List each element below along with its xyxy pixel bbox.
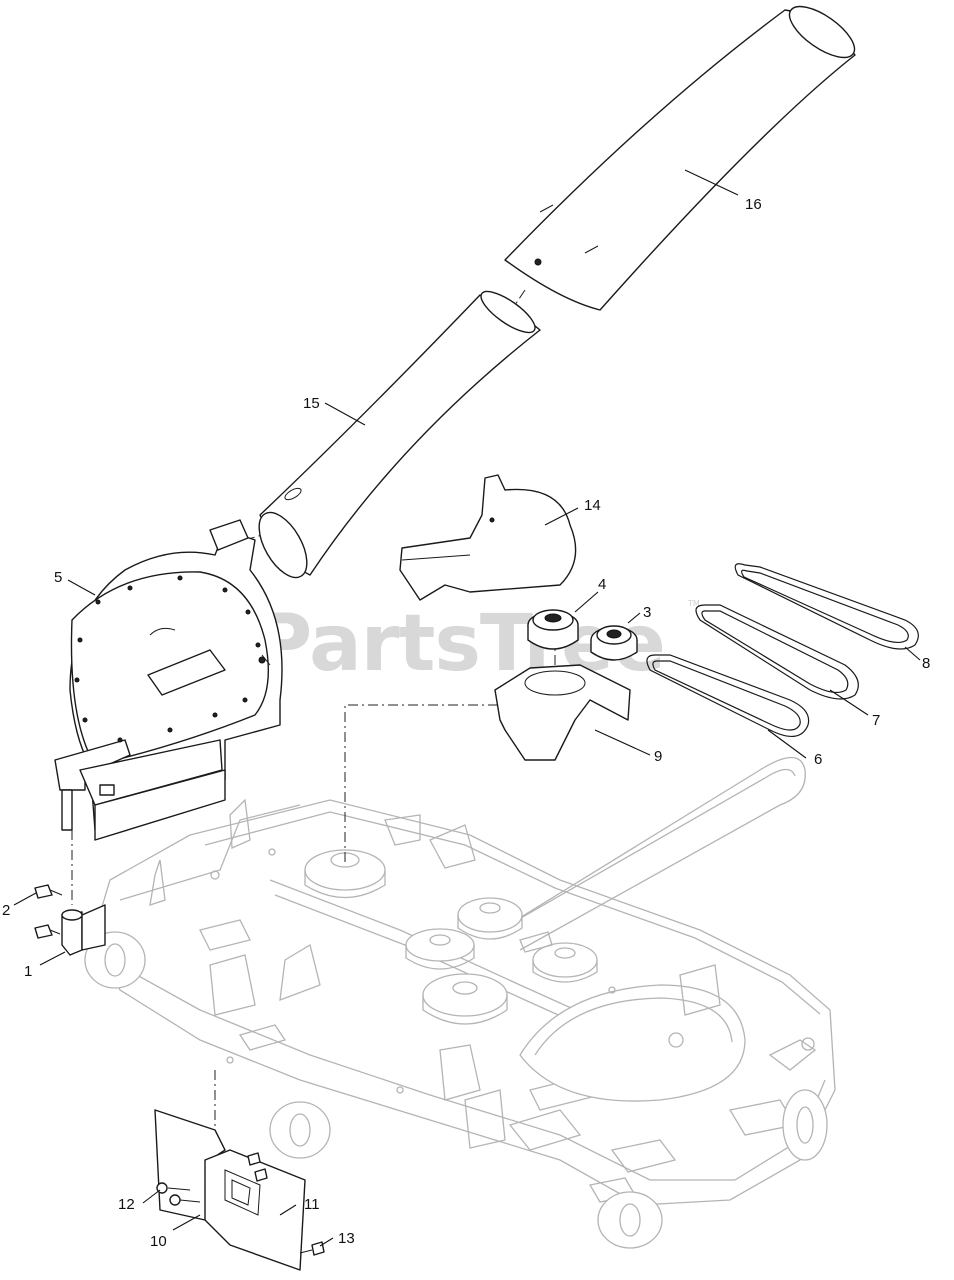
callout-12: 12 xyxy=(118,1196,135,1213)
callout-3: 3 xyxy=(643,604,651,621)
part-13-screw xyxy=(247,1152,325,1256)
part-6-belt xyxy=(646,654,810,737)
callout-11: 11 xyxy=(304,1196,320,1213)
callout-7: 7 xyxy=(872,712,880,729)
part-15-lower-tube xyxy=(258,290,541,579)
part-11-plate xyxy=(204,1149,306,1271)
part-2-bolt xyxy=(34,884,63,939)
part-1-hinge xyxy=(61,904,106,956)
callout-10: 10 xyxy=(150,1233,167,1250)
part-5-blower-housing xyxy=(54,519,283,841)
callout-14: 14 xyxy=(584,497,601,514)
part-7-belt xyxy=(695,604,859,700)
part-9-pulley-shield xyxy=(494,664,631,761)
callout-16: 16 xyxy=(745,196,762,213)
callout-2: 2 xyxy=(2,902,10,919)
callout-15: 15 xyxy=(303,395,320,412)
leader-lines xyxy=(13,169,921,1247)
callout-5: 5 xyxy=(54,569,62,586)
spindle-pulleys xyxy=(304,849,598,1025)
part-8-belt xyxy=(734,563,919,650)
mower-deck xyxy=(84,756,836,1249)
callout-9: 9 xyxy=(654,748,662,765)
part-14-belt-cover xyxy=(399,474,577,601)
callout-4: 4 xyxy=(598,576,606,593)
callout-8: 8 xyxy=(922,655,930,672)
callout-6: 6 xyxy=(814,751,822,768)
callout-13: 13 xyxy=(338,1230,355,1247)
part-16-upper-tube xyxy=(504,5,856,311)
callout-labels: 1 2 3 4 5 6 7 8 9 10 11 12 13 14 15 16 xyxy=(2,196,930,1250)
watermark-trademark: TM xyxy=(687,599,700,608)
callout-1: 1 xyxy=(24,963,32,980)
part-3-pulley xyxy=(590,625,638,661)
part-4-pulley xyxy=(527,609,579,650)
caster-wheels xyxy=(84,931,828,1249)
part-12-nut xyxy=(156,1182,201,1206)
